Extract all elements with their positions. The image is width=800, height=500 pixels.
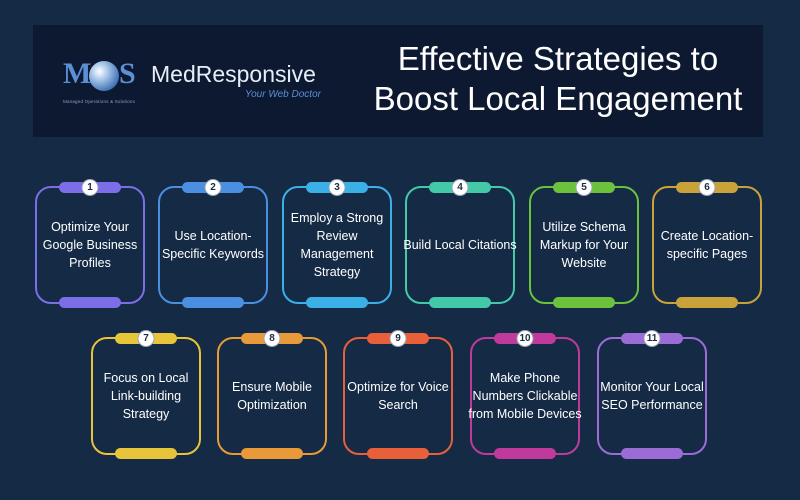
step-card-10: 10 Make Phone Numbers Clickable from Mob…	[468, 330, 582, 459]
step-bottom-bar	[553, 297, 615, 308]
medresponsive-logo: M S Managed Operations & Solutions MedRe…	[63, 55, 323, 115]
step-bottom-bar	[115, 448, 177, 459]
step-number: 7	[137, 330, 155, 347]
header-banner: M S Managed Operations & Solutions MedRe…	[33, 25, 763, 137]
step-text: Employ a Strong Review Management Strate…	[290, 211, 384, 279]
step-number: 8	[263, 330, 281, 347]
step-number: 5	[575, 179, 593, 196]
brand-name: MedResponsive	[151, 61, 316, 87]
step-bottom-bar	[182, 297, 244, 308]
step-card-11: 11 Monitor Your Local SEO Performance	[597, 330, 707, 459]
step-text: Build Local Citations	[403, 238, 517, 252]
step-card-3: 3 Employ a Strong Review Management Stra…	[282, 179, 392, 308]
logo-mark-letter-s: S	[119, 57, 136, 90]
step-bottom-bar	[367, 448, 429, 459]
step-card-6: 6 Create Location-specific Pages	[652, 179, 762, 308]
step-card-5: 5 Utilize Schema Markup for Your Website	[529, 179, 639, 308]
step-text: Ensure Mobile Optimization	[232, 380, 312, 412]
step-bottom-bar	[306, 297, 368, 308]
step-card-2: 2 Use Location-Specific Keywords	[158, 179, 268, 308]
step-number: 11	[643, 330, 661, 347]
step-text: Monitor Your Local SEO Performance	[600, 380, 704, 412]
step-bottom-bar	[494, 448, 556, 459]
step-bottom-bar	[241, 448, 303, 459]
step-card-1: 1 Optimize Your Google Business Profiles	[35, 179, 145, 308]
step-text: Optimize Your Google Business Profiles	[42, 220, 138, 270]
step-number: 10	[516, 330, 534, 347]
logo-mark-letter-m: M	[63, 57, 91, 90]
step-text: Utilize Schema Markup for Your Website	[539, 220, 629, 270]
step-number: 1	[81, 179, 99, 196]
step-text: Focus on Local Link-building Strategy	[103, 371, 189, 421]
step-card-4: 4 Build Local Citations	[403, 179, 517, 308]
step-bottom-bar	[59, 297, 121, 308]
step-number: 3	[328, 179, 346, 196]
step-number: 9	[389, 330, 407, 347]
page-title: Effective Strategies to Boost Local Enga…	[373, 40, 743, 117]
step-number: 4	[451, 179, 469, 196]
step-number: 6	[698, 179, 716, 196]
step-bottom-bar	[429, 297, 491, 308]
mos-logo-mark: M S Managed Operations & Solutions	[63, 55, 143, 104]
step-number: 2	[204, 179, 222, 196]
step-card-8: 8 Ensure Mobile Optimization	[217, 330, 327, 459]
brand-tagline: Your Web Doctor	[245, 89, 321, 100]
step-card-9: 9 Optimize for Voice Search	[343, 330, 453, 459]
step-bottom-bar	[621, 448, 683, 459]
logo-tagline: Managed Operations & Solutions	[63, 99, 136, 104]
step-text: Create Location-specific Pages	[660, 229, 754, 261]
globe-icon	[89, 61, 119, 91]
step-text: Make Phone Numbers Clickable from Mobile…	[468, 371, 582, 421]
step-bottom-bar	[676, 297, 738, 308]
step-text: Use Location-Specific Keywords	[161, 229, 265, 261]
step-card-7: 7 Focus on Local Link-building Strategy	[91, 330, 201, 459]
step-text: Optimize for Voice Search	[347, 380, 449, 412]
